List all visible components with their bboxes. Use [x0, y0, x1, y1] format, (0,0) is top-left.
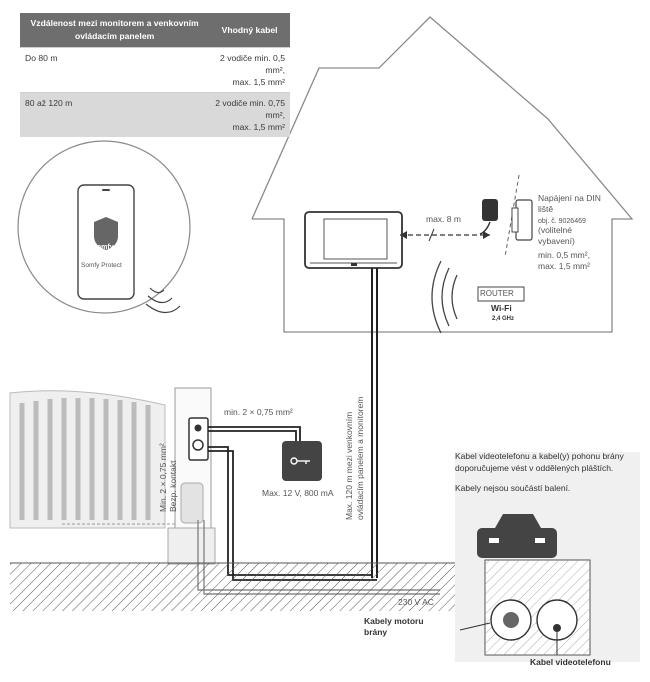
router-box — [477, 286, 525, 302]
panel-monitor-label2: ovládacím panelem a monitorem — [355, 396, 365, 520]
video-cable-label: Kabel videotelefonu — [530, 657, 611, 667]
brand-logo: somfy — [93, 244, 114, 251]
din-power-cable: min. 0,5 mm², — [538, 250, 590, 260]
cable-spec-line: 2 vodiče min. 0,5 mm², — [220, 53, 285, 75]
motor-cables-label2: brány — [364, 627, 388, 637]
table-row: 80 až 120 m 2 vodiče min. 0,75 mm², max. … — [20, 92, 290, 137]
cable-spec-line: 2 vodiče min. 0,75 mm², — [215, 98, 285, 120]
din-power-supply — [504, 174, 533, 258]
cable-spec-line: max. 1,5 mm² — [232, 122, 285, 132]
router-label: ROUTER — [480, 289, 514, 298]
din-power-title2: liště — [538, 204, 554, 214]
gate — [9, 387, 216, 565]
wifi-band: 2,4 GHz — [492, 316, 515, 322]
gate-contact-label2: Bezp. kontakt — [168, 460, 178, 512]
power-adapter — [400, 199, 498, 242]
app-name: Somfy Protect — [81, 262, 122, 269]
trench-detail — [455, 452, 640, 662]
wifi-waves — [431, 260, 458, 334]
monitor-cable — [371, 268, 378, 578]
gate-cable-label: min. 2 × 0,75 mm² — [224, 407, 293, 417]
din-power-ref: obj. č. 9026469 — [538, 218, 586, 225]
psu-label: Max. 12 V, 800 mA — [262, 488, 334, 498]
max-distance-label: max. 8 m — [426, 214, 461, 224]
table-cell-distance: 80 až 120 m — [20, 92, 210, 137]
table-cell-cable: 2 vodiče min. 0,75 mm², max. 1,5 mm² — [209, 92, 290, 137]
cable-note: Kabel videotelefonu a kabel(y) pohonu br… — [455, 450, 625, 502]
indoor-monitor — [304, 211, 403, 269]
din-power-cable2: max. 1,5 mm² — [538, 261, 590, 271]
din-power-title: Napájení na DIN — [538, 193, 601, 203]
table-header-cable: Vhodný kabel — [209, 13, 290, 48]
motor-cables-label: Kabely motoru — [364, 616, 424, 626]
table-row: Do 80 m 2 vodiče min. 0,5 mm², max. 1,5 m… — [20, 47, 290, 93]
shield-icon — [94, 217, 118, 250]
cable-table: Vzdálenost mezi monitorem a venkovním ov… — [20, 13, 290, 137]
car-icon — [477, 528, 557, 558]
wifi-label: Wi-Fi — [491, 303, 512, 313]
smartphone-bubble — [17, 140, 191, 314]
cable-note-text2: Kabely nejsou součástí balení. — [455, 483, 571, 493]
outdoor-panel — [188, 417, 209, 461]
smartphone-icon — [77, 184, 135, 300]
cable-spec-line: max. 1,5 mm² — [232, 77, 285, 87]
din-power-optional: (volitelné — [538, 225, 573, 235]
mains-label: 230 V AC — [398, 597, 434, 607]
table-cell-cable: 2 vodiče min. 0,5 mm², max. 1,5 mm² — [209, 47, 290, 93]
table-cell-distance: Do 80 m — [20, 47, 210, 93]
cable-note-text: Kabel videotelefonu a kabel(y) pohonu br… — [455, 451, 624, 473]
key-module — [282, 441, 322, 481]
panel-monitor-label: Max. 120 m mezi venkovním — [344, 411, 354, 520]
house-outline — [251, 16, 634, 333]
din-power-optional2: vybavení) — [538, 236, 575, 246]
table-header-distance: Vzdálenost mezi monitorem a venkovním ov… — [20, 13, 210, 48]
